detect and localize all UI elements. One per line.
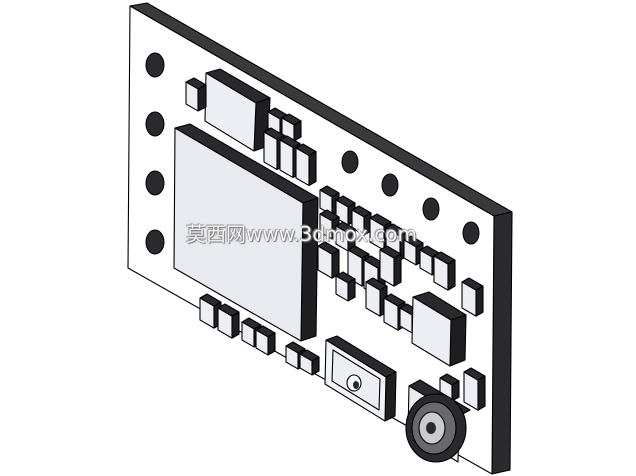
smd-part-face [379,249,395,287]
smd-part-face [185,81,199,112]
smd-part-face [419,249,433,276]
main-module [173,123,319,342]
smd-part-face [263,131,278,171]
circle-hole-icon [462,221,480,245]
circle-hole-icon [145,229,165,255]
smd-part-face [279,139,294,179]
smd-part-side [451,380,460,402]
smd-part-side [293,120,302,142]
circle-hole-icon [145,170,165,196]
mounting-holes [145,52,480,255]
smd-part-face [299,353,313,376]
right-block [411,291,467,367]
circle-hole-icon [422,197,440,221]
smd-part-side [197,84,207,112]
board-right-edge [491,211,513,475]
smd-part-side [393,253,402,287]
smd-part-face [295,147,310,187]
smd-part-face [285,345,299,370]
smd-part-side [475,285,484,317]
smd-part-face [217,307,233,339]
smd-part-side [331,249,340,279]
smd-part-face [255,329,269,356]
smd-part-side [477,375,486,411]
circle-hole-icon [381,173,399,197]
smd-part-face [241,321,255,348]
coax-connector-icon [405,379,471,463]
smd-part-face [461,281,477,317]
smd-part-face [365,281,381,317]
smd-part-face [463,371,479,411]
smd-part-face [433,255,449,291]
push-button-icon [324,335,397,422]
smd-part-face [403,239,417,266]
smd-part-face [335,275,349,302]
smd-part-side [308,150,317,187]
smd-part-face [199,297,215,329]
circle-hole-icon [145,111,165,137]
smd-part-side [347,278,356,302]
smd-part-side [267,332,276,356]
circle-hole-icon [145,52,165,78]
smd-components [185,77,486,411]
smd-part-side [231,311,240,339]
smd-part-face [317,245,333,279]
circle-hole-icon [341,150,359,174]
smd-part-face [383,297,399,331]
smd-part-face [319,213,333,240]
smd-part-side [447,259,456,291]
